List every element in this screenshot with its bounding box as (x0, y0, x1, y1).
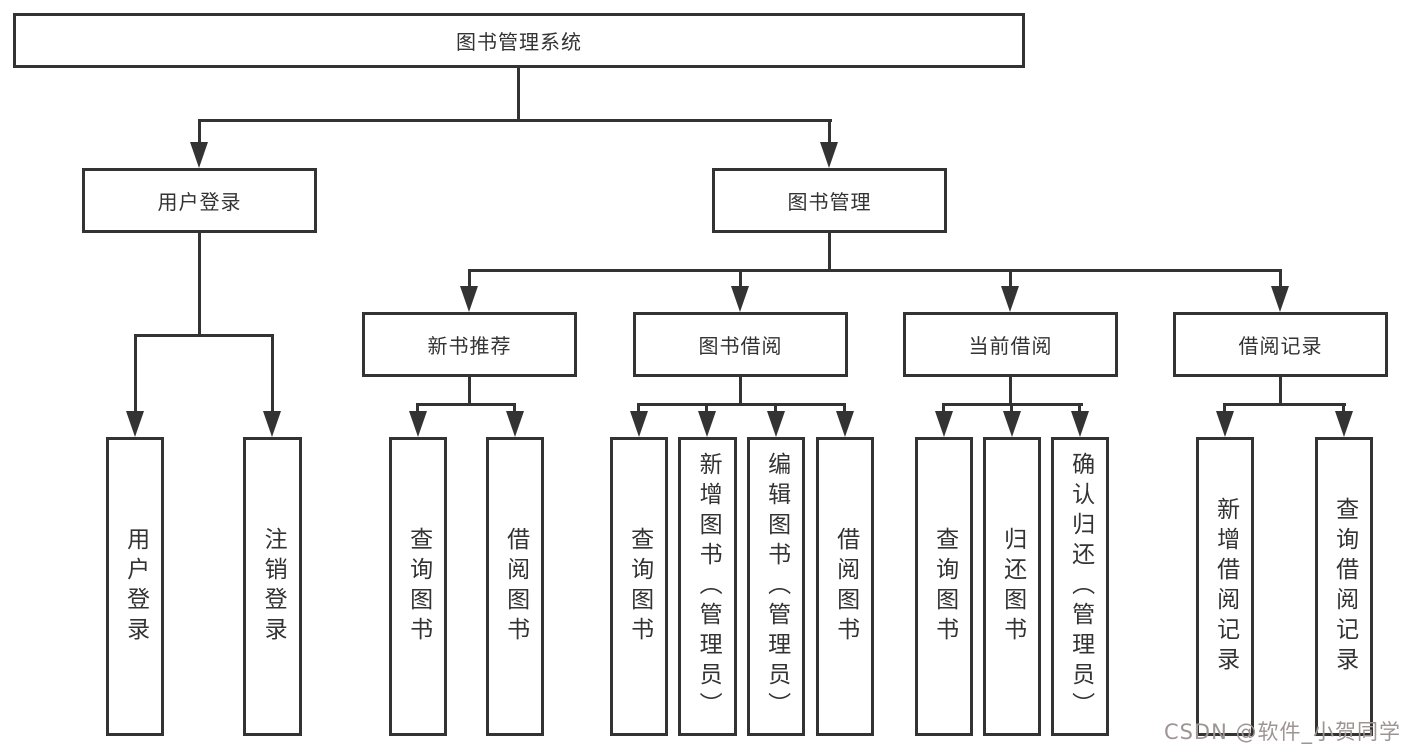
leaf-current-return-books: 归还图书 (983, 437, 1041, 736)
connector-stub-records (1279, 270, 1282, 286)
connector-level2-branch (198, 119, 832, 122)
connector-stub-bor-edit (774, 405, 777, 413)
arrowhead-to-cur-return (1003, 411, 1021, 437)
arrowhead-to-logout-leaf (263, 411, 281, 437)
node-user-login: 用户登录 (82, 168, 317, 233)
node-book-borrow: 图书借阅 (633, 312, 848, 377)
arrowhead-to-rec-borrow (506, 411, 524, 437)
arrowhead-to-bor-query (630, 411, 648, 437)
leaf-records-query-record-label: 查询借阅记录 (1331, 496, 1358, 677)
connector-stub-rec-borrow (513, 405, 516, 413)
arrowhead-to-bor-add (698, 411, 716, 437)
arrowhead-to-recd-query (1335, 411, 1353, 437)
connector-recommend-drop (468, 377, 471, 404)
arrowhead-to-rec-query (409, 411, 427, 437)
leaf-borrow-edit-books-admin-label: 编辑图书（管理员） (763, 451, 790, 722)
leaf-recommend-query-books-label: 查询图书 (405, 526, 432, 647)
leaf-user-login-label: 用户登录 (122, 526, 149, 647)
node-book-management: 图书管理 (712, 168, 947, 233)
node-new-book-recommend-label: 新书推荐 (427, 334, 512, 358)
arrowhead-to-cur-confirm (1071, 411, 1089, 437)
arrowhead-to-cur-query (935, 411, 953, 437)
arrowhead-to-user-login-leaf (126, 411, 144, 437)
connector-recommend-branch (416, 403, 516, 406)
leaf-current-query-books-label: 查询图书 (931, 526, 958, 647)
leaf-borrow-lend-books: 借阅图书 (816, 437, 874, 736)
leaf-borrow-query-books-label: 查询图书 (626, 526, 653, 647)
connector-stub-cur-query (942, 405, 945, 413)
arrowhead-to-bor-lend (836, 411, 854, 437)
leaf-logout: 注销登录 (243, 437, 302, 736)
leaf-records-add-record-label: 新增借阅记录 (1212, 496, 1239, 677)
connector-stub-logout-leaf (271, 335, 274, 411)
connector-login-branch (134, 334, 274, 337)
leaf-current-return-books-label: 归还图书 (999, 526, 1026, 647)
connector-stub-recd-add (1223, 405, 1226, 413)
node-current-borrow: 当前借阅 (903, 312, 1118, 377)
node-borrow-records: 借阅记录 (1173, 312, 1388, 377)
leaf-borrow-add-books-admin: 新增图书（管理员） (678, 437, 737, 736)
arrowhead-to-current (1001, 286, 1019, 312)
node-current-borrow-label: 当前借阅 (968, 334, 1053, 358)
connector-manage-drop (828, 233, 831, 271)
connector-stub-current (1009, 270, 1012, 286)
node-root-library-system: 图书管理系统 (13, 13, 1025, 68)
node-borrow-records-label: 借阅记录 (1238, 334, 1323, 358)
node-book-management-label: 图书管理 (787, 190, 872, 214)
arrowhead-to-records (1271, 286, 1289, 312)
arrowhead-to-login (190, 142, 208, 168)
connector-stub-manage (828, 120, 831, 144)
leaf-current-query-books: 查询图书 (915, 437, 973, 736)
node-book-borrow-label: 图书借阅 (698, 334, 783, 358)
arrowhead-to-recd-add (1216, 411, 1234, 437)
leaf-recommend-query-books: 查询图书 (389, 437, 447, 736)
connector-records-branch (1223, 403, 1346, 406)
leaf-borrow-edit-books-admin: 编辑图书（管理员） (747, 437, 805, 736)
leaf-borrow-lend-books-label: 借阅图书 (832, 526, 859, 647)
connector-records-drop (1279, 377, 1282, 404)
connector-stub-recommend (468, 270, 471, 286)
leaf-recommend-borrow-books-label: 借阅图书 (502, 526, 529, 647)
connector-current-branch (942, 403, 1083, 406)
connector-stub-user-login-leaf (134, 335, 137, 411)
node-root-label: 图书管理系统 (456, 30, 582, 54)
connector-borrow-branch (637, 403, 846, 406)
connector-borrow-drop (739, 377, 742, 404)
connector-stub-bor-add (705, 405, 708, 413)
connector-login-drop (198, 233, 201, 335)
leaf-records-add-record: 新增借阅记录 (1196, 437, 1254, 736)
arrowhead-to-manage (820, 142, 838, 168)
connector-stub-bor-lend (843, 405, 846, 413)
connector-level3-branch (468, 269, 1282, 272)
connector-root-drop (517, 68, 520, 120)
connector-current-drop (1009, 377, 1012, 404)
connector-stub-cur-return (1010, 405, 1013, 413)
leaf-logout-label: 注销登录 (260, 526, 287, 647)
csdn-watermark: CSDN @软件_小贺同学 (1163, 720, 1401, 744)
leaf-current-confirm-return-admin-label: 确认归还（管理员） (1067, 451, 1094, 722)
leaf-user-login: 用户登录 (106, 437, 164, 736)
arrowhead-to-recommend (460, 286, 478, 312)
node-user-login-label: 用户登录 (157, 190, 242, 214)
leaf-recommend-borrow-books: 借阅图书 (486, 437, 544, 736)
arrowhead-to-bor-edit (767, 411, 785, 437)
connector-stub-cur-confirm (1078, 405, 1081, 413)
leaf-borrow-query-books: 查询图书 (610, 437, 668, 736)
node-new-book-recommend: 新书推荐 (362, 312, 577, 377)
connector-stub-rec-query (416, 405, 419, 413)
connector-stub-bor-query (637, 405, 640, 413)
connector-stub-recd-query (1342, 405, 1345, 413)
leaf-records-query-record: 查询借阅记录 (1315, 437, 1373, 736)
leaf-current-confirm-return-admin: 确认归还（管理员） (1051, 437, 1109, 736)
connector-stub-borrow (739, 270, 742, 286)
arrowhead-to-borrow (731, 286, 749, 312)
leaf-borrow-add-books-admin-label: 新增图书（管理员） (695, 451, 722, 722)
connector-stub-login (198, 120, 201, 144)
